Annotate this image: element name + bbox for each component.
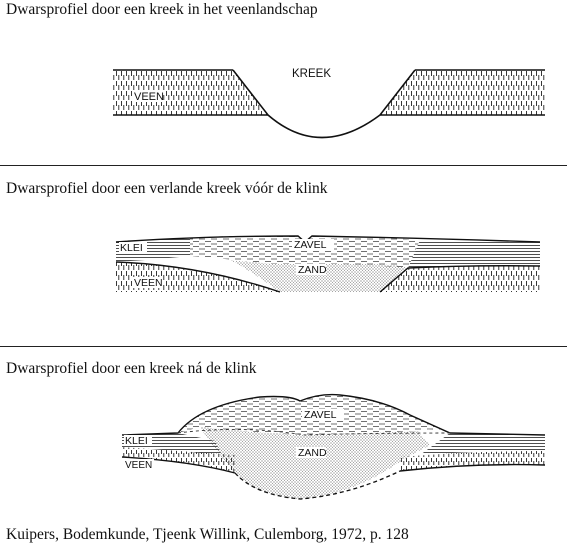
- sand-layer: [200, 427, 430, 499]
- peat-layer-right: [380, 265, 540, 292]
- peat-layer-left: [113, 70, 268, 115]
- divider-2: [0, 346, 567, 347]
- peat-label: VEEN: [134, 91, 164, 103]
- source-citation: Kuipers, Bodemkunde, Tjeenk Willink, Cul…: [6, 526, 409, 543]
- peat-label: VEEN: [134, 277, 163, 289]
- silt-label: ZAVEL: [294, 239, 327, 251]
- clay-label: KLEI: [120, 242, 143, 254]
- peat-layer-right: [400, 451, 545, 471]
- panel-2-caption: Dwarsprofiel door een verlande kreek vóó…: [6, 180, 328, 197]
- panel-1-diagram: VEEN KREEK: [113, 68, 545, 139]
- panel-3-caption: Dwarsprofiel door een kreek ná de klink: [6, 360, 257, 377]
- creek-label: KREEK: [292, 68, 331, 80]
- creek-channel: [232, 69, 416, 139]
- clay-label: KLEI: [125, 435, 148, 447]
- divider-1: [0, 165, 567, 166]
- silt-layer: [190, 235, 420, 268]
- peat-label: VEEN: [125, 460, 152, 471]
- sand-label: ZAND: [298, 264, 327, 276]
- sand-label: ZAND: [298, 447, 327, 459]
- peat-layer-right: [380, 70, 545, 115]
- clay-layer-right: [408, 240, 540, 268]
- panel-3-diagram: KLEI ZAVEL ZAND VEEN: [121, 393, 546, 500]
- panel-1-caption: Dwarsprofiel door een kreek in het veenl…: [6, 1, 318, 18]
- sand-layer: [230, 260, 408, 292]
- panel-2-diagram: KLEI ZAVEL ZAND VEEN: [115, 235, 541, 293]
- clay-layer-right: [420, 433, 545, 455]
- silt-label: ZAVEL: [304, 409, 337, 421]
